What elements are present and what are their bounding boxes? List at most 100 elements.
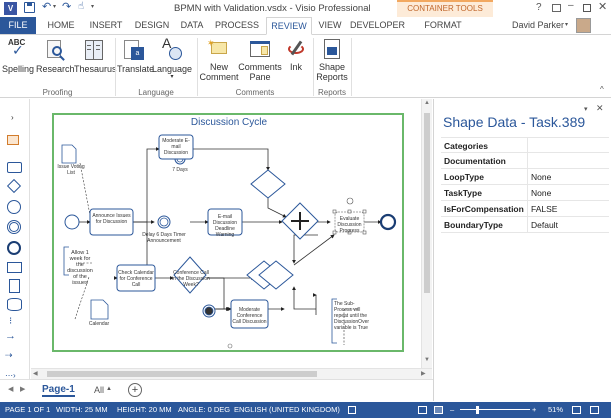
vertical-scrollbar[interactable]: ▲ ▼ xyxy=(421,99,432,368)
comments-pane-button[interactable]: Comments Pane xyxy=(238,38,282,82)
all-pages-button[interactable]: All xyxy=(94,385,105,395)
status-width[interactable]: WIDTH: 25 MM xyxy=(56,405,108,414)
undo-dropdown-icon[interactable]: ▾ xyxy=(53,4,57,10)
thesaurus-button[interactable]: Thesaurus xyxy=(74,38,117,74)
intermediate-event-shape-icon[interactable] xyxy=(7,220,21,234)
tab-developer[interactable]: DEVELOPER xyxy=(350,20,406,30)
scroll-up-icon[interactable]: ▲ xyxy=(424,100,430,106)
stencil-icon[interactable] xyxy=(7,135,19,145)
shape-data-row[interactable]: Categories xyxy=(441,137,609,154)
new-comment-button[interactable]: ✶ New Comment xyxy=(199,38,239,82)
message-flow-icon[interactable]: ⇢ xyxy=(5,350,13,360)
data-object-shape-icon[interactable] xyxy=(9,279,20,293)
tab-insert[interactable]: INSERT xyxy=(89,20,123,30)
shape-data-close-icon[interactable]: ✕ xyxy=(596,103,604,113)
research-button[interactable]: Research xyxy=(36,38,75,74)
close-icon[interactable]: ✕ xyxy=(598,1,608,13)
annotation-shape-icon[interactable]: ⁝ xyxy=(9,316,13,327)
visio-app-icon[interactable]: V xyxy=(4,2,17,15)
vertical-scroll-thumb[interactable] xyxy=(424,113,430,293)
scroll-down-icon[interactable]: ▼ xyxy=(424,357,430,363)
spelling-button[interactable]: ABC ✓ Spelling xyxy=(1,38,35,74)
insert-page-button[interactable]: + xyxy=(128,383,142,397)
all-pages-dropdown-icon[interactable]: ▲ xyxy=(106,386,112,392)
scroll-left-icon[interactable]: ◀ xyxy=(33,371,38,377)
collapse-ribbon-icon[interactable]: ^ xyxy=(600,85,604,94)
horizontal-scroll-thumb[interactable] xyxy=(47,371,317,377)
zoom-slider[interactable] xyxy=(460,409,530,410)
shape-data-row[interactable]: IsForCompensation FALSE xyxy=(441,201,609,217)
data-store-shape-icon[interactable] xyxy=(7,298,22,311)
insert-page-icon: + xyxy=(131,384,139,396)
association-icon[interactable]: ⋯› xyxy=(5,371,16,380)
task-announce xyxy=(89,208,134,236)
task-shape-icon[interactable] xyxy=(7,162,22,173)
group-label-reports: Reports xyxy=(317,88,346,97)
user-avatar[interactable] xyxy=(576,18,591,33)
user-dropdown-icon[interactable]: ▾ xyxy=(565,22,569,28)
shape-data-options-icon[interactable]: ▾ xyxy=(584,106,588,113)
start-event-shape-icon[interactable] xyxy=(7,200,21,214)
switch-windows-icon[interactable] xyxy=(590,406,599,414)
label-calendar: Calendar xyxy=(88,321,110,327)
tab-format[interactable]: FORMAT xyxy=(424,20,462,30)
status-language[interactable]: ENGLISH (UNITED KINGDOM) xyxy=(234,405,340,414)
shape-reports-button[interactable]: Shape Reports xyxy=(314,38,350,82)
translate-button[interactable]: a Translate xyxy=(117,38,154,74)
status-angle[interactable]: ANGLE: 0 DEG xyxy=(178,405,231,414)
touch-mode-icon[interactable]: ☝ xyxy=(78,1,85,12)
label-issue-list: Issue Voting List xyxy=(57,164,85,176)
tab-review[interactable]: REVIEW xyxy=(266,17,312,35)
ribbon-display-options-icon[interactable] xyxy=(552,4,561,12)
language-button[interactable]: A Language ▾ xyxy=(151,36,193,81)
customize-qat-icon[interactable]: ▾ xyxy=(91,4,95,10)
page-tab-page-1[interactable]: Page-1 xyxy=(42,384,75,397)
redo-icon[interactable]: ↷ xyxy=(62,1,72,13)
restore-icon[interactable] xyxy=(583,4,591,12)
language-label: Language xyxy=(151,64,193,74)
shape-data-row[interactable]: Documentation xyxy=(441,153,609,169)
presentation-mode-icon[interactable] xyxy=(434,406,443,414)
ink-button[interactable]: Ink xyxy=(283,38,309,72)
undo-icon[interactable]: ↶ xyxy=(42,1,52,13)
end-event-shape-icon[interactable] xyxy=(7,241,21,255)
zoom-slider-thumb[interactable] xyxy=(476,406,479,414)
status-page[interactable]: PAGE 1 OF 1 xyxy=(5,405,51,414)
shape-data-row[interactable]: TaskType None xyxy=(441,185,609,201)
zoom-in-button[interactable]: + xyxy=(532,405,537,414)
gateway-shape-icon[interactable] xyxy=(6,178,22,194)
save-icon[interactable] xyxy=(24,2,35,13)
subprocess-shape-icon[interactable] xyxy=(7,262,22,273)
help-icon[interactable]: ? xyxy=(536,2,542,13)
container-discussion-cycle[interactable]: Discussion Cycle Issue Voting List Annou… xyxy=(52,113,404,352)
tab-design[interactable]: DESIGN xyxy=(134,20,170,30)
zoom-level[interactable]: 51% xyxy=(548,405,564,414)
page-nav-prev-icon[interactable]: ◀ xyxy=(8,386,14,393)
title-bar: V ↶ ▾ ↷ ☝ ▾ BPMN with Validation.vsdx - … xyxy=(0,0,611,18)
tab-home[interactable]: HOME xyxy=(47,20,75,30)
tab-view[interactable]: VIEW xyxy=(318,20,342,30)
scroll-right-icon[interactable]: ▶ xyxy=(421,371,426,377)
sequence-flow-icon[interactable]: → xyxy=(5,330,16,342)
minimize-icon[interactable]: – xyxy=(568,0,574,11)
tab-process[interactable]: PROCESS xyxy=(214,20,259,30)
end-event xyxy=(379,213,397,231)
label-delay-timer: Delay 6 Days Timer Announcement xyxy=(142,232,186,244)
tab-data[interactable]: DATA xyxy=(180,20,204,30)
page-nav-next-icon[interactable]: ▶ xyxy=(20,386,26,393)
macro-record-icon[interactable] xyxy=(348,406,356,414)
zoom-out-button[interactable]: – xyxy=(450,405,455,414)
fit-page-icon[interactable] xyxy=(572,406,581,414)
user-name[interactable]: David Parker xyxy=(512,20,565,30)
normal-view-icon[interactable] xyxy=(418,406,427,414)
status-height[interactable]: HEIGHT: 20 MM xyxy=(117,405,172,414)
expand-shapes-icon[interactable]: › xyxy=(11,113,14,122)
diagram-connectors xyxy=(61,134,397,349)
shapes-panel-collapsed: › ⁝ → ⇢ ⋯› xyxy=(0,99,30,401)
shape-reports-label-2: Reports xyxy=(316,72,348,82)
horizontal-scrollbar[interactable]: ◀ ▶ xyxy=(31,368,432,379)
shape-data-row[interactable]: LoopType None xyxy=(441,169,609,185)
tab-file[interactable]: FILE xyxy=(0,17,36,34)
group-label-language: Language xyxy=(138,88,174,97)
shape-data-row[interactable]: BoundaryType Default xyxy=(441,217,609,233)
